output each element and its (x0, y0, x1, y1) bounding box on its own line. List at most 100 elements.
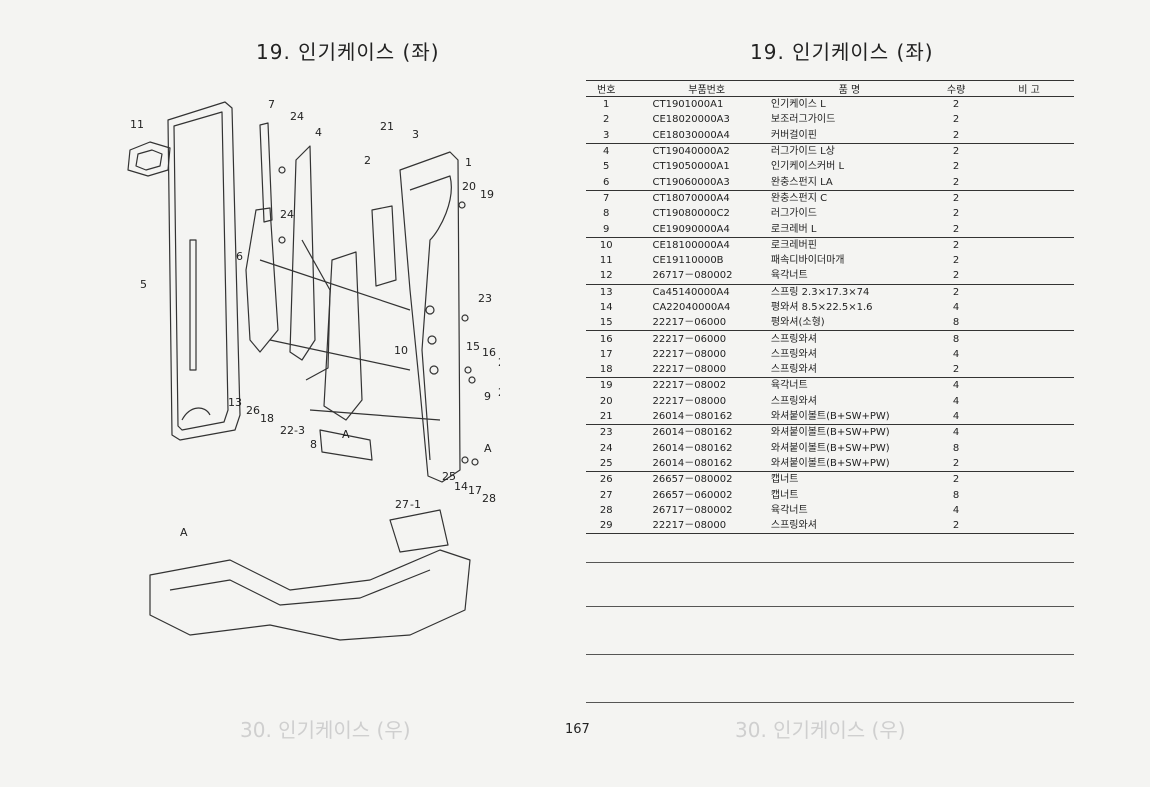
cell-name: 완충스펀지 C (770, 192, 828, 204)
cell-part-no: 26657－080002 (652, 474, 733, 486)
cell-remark (984, 159, 1074, 174)
cell-no: 7 (603, 192, 610, 204)
cell-name: 평와셔 8.5×22.5×1.6 (770, 302, 873, 313)
cell-part-no: 26014－080162 (626, 408, 761, 426)
callout-label: 25 (442, 470, 456, 483)
header-no: 번호 (586, 80, 627, 97)
callout-label: 11 (130, 118, 144, 131)
cell-name: 커버걸이핀 (760, 127, 929, 144)
cell-remark (984, 331, 1074, 347)
cell-remark (984, 441, 1074, 456)
callout-label: 26 (246, 404, 260, 417)
cell-qty: 2 (928, 268, 985, 285)
cell-remark (984, 503, 1074, 518)
cell-no: 12 (586, 268, 627, 285)
part-bracket-27 (389, 509, 449, 553)
cell-name: 캡너트 (770, 474, 799, 486)
part-sponge-la (245, 207, 279, 353)
cell-no: 19 (599, 380, 613, 392)
cell-remark (984, 237, 1074, 253)
cell-part-no: CT19080000C2 (652, 208, 730, 220)
cell-part-no: CE18030000A4 (626, 127, 761, 144)
cell-no: 14 (599, 302, 613, 313)
cell-qty: 2 (952, 208, 960, 220)
right-page: 19. 인기케이스 (좌) 30. 인기케이스 (우) (575, 0, 1150, 787)
cell-qty: 2 (952, 192, 960, 204)
part-aux-lug-guide (371, 205, 397, 287)
cell-name: 스프링와셔 (770, 333, 817, 345)
cell-part-no: CT19040000A2 (652, 146, 730, 158)
cell-qty: 8 (928, 315, 985, 332)
cell-no: 9 (586, 221, 627, 238)
cell-no: 25 (586, 455, 627, 473)
cell-part-no: CT1901000A1 (652, 99, 724, 111)
cell-name: 완충스펀지 LA (760, 174, 929, 191)
left-page: 19. 인기케이스 (좌) (127, 40, 500, 742)
cell-name: 와셔붙이볼트(B+SW+PW) (760, 455, 929, 473)
cell-part-no: CE19090000A4 (626, 221, 761, 238)
cell-no: 27 (599, 489, 613, 501)
cell-part-no: 22217－08000 (652, 348, 727, 360)
callout-label: 5 (140, 278, 147, 291)
cell-remark (984, 455, 1074, 473)
callout-label: 15 (466, 340, 480, 353)
callout-label: 10 (394, 344, 408, 357)
callout-label: 16 (482, 346, 496, 359)
cell-name: 와셔붙이볼트(B+SW+PW) (760, 408, 929, 426)
callout-label: 24 (280, 208, 294, 221)
callout-label: 17 (468, 484, 482, 497)
cell-no: 29 (586, 518, 627, 535)
cell-remark (984, 518, 1074, 535)
callout-label: 20 (462, 180, 476, 193)
callout-label: 27 (498, 356, 500, 369)
cell-qty: 2 (952, 161, 960, 173)
cell-qty: 2 (952, 239, 960, 251)
cell-part-no: 26014－080162 (652, 442, 733, 454)
cell-remark (984, 315, 1074, 332)
cell-qty: 8 (952, 442, 960, 454)
callout-label: A (342, 428, 350, 441)
part-divider-cap (127, 141, 171, 177)
callout-label: -3 (294, 424, 305, 437)
cell-qty: 4 (928, 408, 985, 426)
cell-qty: 8 (952, 333, 960, 345)
cell-part-no: 22217－06000 (652, 333, 727, 345)
cell-name: 스프링 2.3×17.3×74 (770, 286, 870, 298)
cell-no: 17 (599, 348, 613, 360)
cell-qty: 2 (928, 221, 985, 238)
cell-part-no: CT19060000A3 (626, 174, 761, 191)
cell-qty: 2 (952, 474, 960, 486)
cell-no: 23 (599, 427, 613, 439)
cell-name: 스프링와셔 (770, 348, 817, 360)
cell-remark (984, 253, 1074, 268)
callout-label: 28 (482, 492, 496, 505)
callout-label: 2 (364, 154, 371, 167)
callout-label: 21 (380, 120, 394, 133)
callout-label: 9 (484, 390, 491, 403)
cell-qty: 2 (928, 362, 985, 379)
cell-name: 러그가이드 (770, 208, 817, 220)
cell-remark (984, 347, 1074, 362)
cell-remark (984, 487, 1074, 502)
callout-label: 3 (412, 128, 419, 141)
cell-name: 패속디바이더마개 (770, 255, 845, 267)
header-part-no: 부품번호 (626, 80, 761, 97)
cell-no: 2 (603, 114, 610, 126)
callout-label: 6 (236, 250, 243, 263)
